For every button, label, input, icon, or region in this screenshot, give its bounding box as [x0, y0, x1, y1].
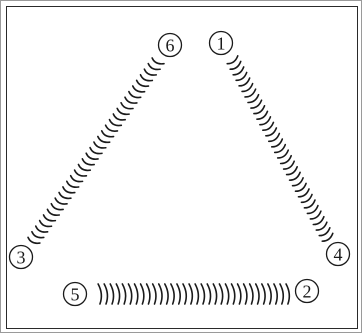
coils-group	[28, 56, 333, 304]
coil-turn	[244, 284, 247, 304]
terminal-3-label: 3	[17, 248, 26, 268]
coil-turn	[94, 142, 106, 148]
coil-turn	[110, 284, 113, 304]
coil-turn	[189, 284, 192, 304]
coil-turn	[98, 136, 110, 142]
coil-turn	[153, 284, 156, 304]
coil-turn	[135, 284, 138, 304]
coil-turn	[232, 284, 235, 304]
coil-turn	[144, 69, 156, 75]
coil-turn	[133, 86, 145, 92]
coil-turn	[152, 58, 164, 64]
terminal-5-label: 5	[71, 285, 80, 305]
coil-turn	[47, 209, 59, 215]
coil-left	[28, 58, 164, 243]
terminal-4: 4	[327, 243, 350, 266]
coil-turn	[177, 284, 180, 304]
coil-turn	[171, 284, 174, 304]
coil-turn	[141, 284, 144, 304]
coil-turn	[106, 125, 118, 131]
coil-turn	[90, 148, 102, 154]
coil-turn	[274, 284, 277, 304]
coil-turn	[113, 114, 125, 120]
terminal-2-label: 2	[303, 282, 312, 302]
coil-turn	[256, 284, 259, 304]
coil-turn	[183, 284, 186, 304]
coil-turn	[122, 284, 125, 304]
coil-turn	[32, 232, 44, 238]
coil-turn	[195, 284, 198, 304]
terminal-1-label: 1	[217, 34, 226, 54]
coil-turn	[219, 284, 222, 304]
coil-turn	[121, 103, 133, 109]
terminal-3: 3	[10, 246, 33, 269]
coil-turn	[98, 284, 101, 304]
coil-turn	[78, 164, 90, 170]
coil-turn	[82, 159, 94, 165]
coil-turn	[55, 198, 67, 204]
terminal-6: 6	[159, 34, 182, 57]
coil-turn	[116, 284, 119, 304]
coil-turn	[125, 97, 137, 103]
coil-turn	[102, 131, 114, 137]
terminals-group: 1 2 3 4 5 6	[10, 32, 350, 306]
coil-turn	[213, 284, 216, 304]
coil-turn	[238, 284, 241, 304]
coil-turn	[201, 284, 204, 304]
coil-turn	[51, 204, 63, 210]
coil-bottom	[98, 284, 289, 304]
coil-turn	[75, 170, 87, 176]
coil-turn	[137, 80, 149, 86]
coil-turn	[40, 221, 52, 227]
terminal-6-label: 6	[166, 36, 175, 56]
coil-turn	[262, 284, 265, 304]
coil-turn	[225, 284, 228, 304]
coil-right	[227, 56, 333, 241]
coil-turn	[67, 181, 79, 187]
coil-turn	[159, 284, 162, 304]
coil-turn	[165, 284, 168, 304]
coil-turn	[280, 284, 283, 304]
terminal-1: 1	[210, 32, 233, 55]
coil-turn	[63, 187, 75, 193]
coil-turn	[129, 92, 141, 98]
terminal-4-label: 4	[334, 245, 343, 265]
coil-turn	[104, 284, 107, 304]
coil-turn	[147, 284, 150, 304]
coil-turn	[36, 226, 48, 232]
coil-turn	[286, 284, 289, 304]
coil-turn	[227, 56, 238, 64]
coil-turn	[148, 64, 160, 70]
coil-turn	[59, 192, 71, 198]
coil-turn	[28, 237, 40, 243]
coil-turn	[250, 284, 253, 304]
coil-turn	[268, 284, 271, 304]
coil-turn	[109, 120, 121, 126]
terminal-2: 2	[296, 280, 319, 303]
terminal-5: 5	[64, 283, 87, 306]
coil-turn	[207, 284, 210, 304]
coil-turn	[71, 176, 83, 182]
coil-turn	[117, 108, 129, 114]
coil-turn	[44, 215, 56, 221]
coil-turn	[86, 153, 98, 159]
coil-turn	[128, 284, 131, 304]
coil-turn	[141, 75, 153, 81]
